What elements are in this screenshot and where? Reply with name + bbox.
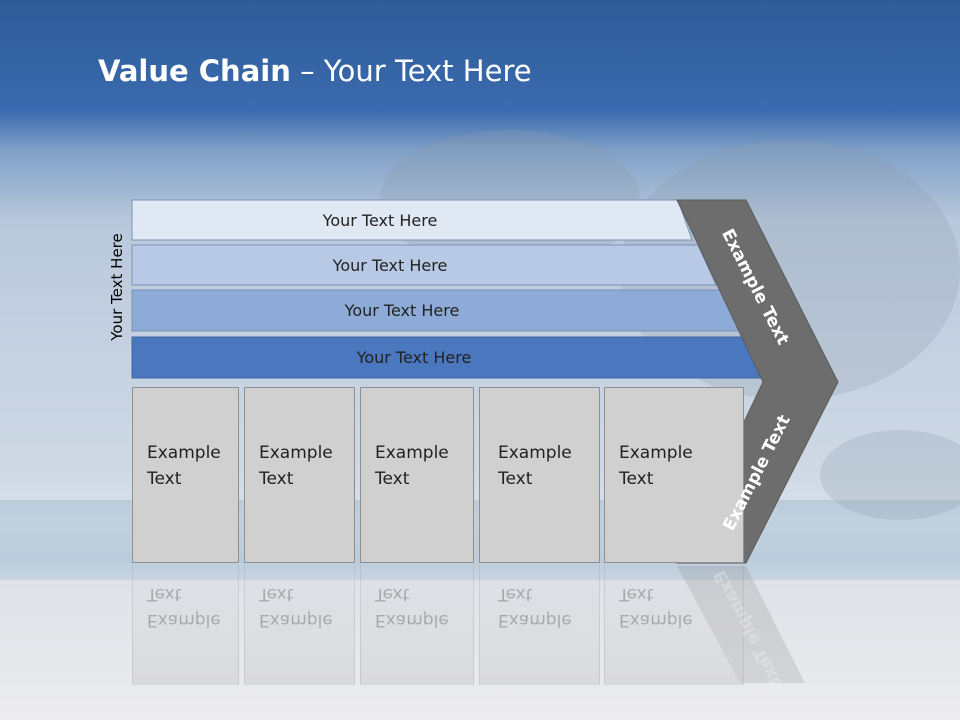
box-5: Example Text: [604, 387, 744, 563]
row-1-label: Your Text Here: [322, 210, 438, 230]
chevron-arrow: [676, 199, 839, 564]
box-2-reflection-line1: Example: [259, 610, 333, 630]
box-2: Example Text: [244, 387, 355, 563]
box-3-line1: Example: [375, 443, 449, 463]
box-3-reflection: Example Text: [360, 565, 474, 685]
row-2-label: Your Text Here: [332, 255, 448, 275]
box-2-reflection: Example Text: [244, 565, 355, 685]
box-2-reflection-line2: Text: [259, 584, 294, 604]
box-5-line2: Text: [619, 469, 654, 489]
slide-title: Value Chain – Your Text Here: [98, 54, 532, 88]
box-3-line2: Text: [375, 469, 410, 489]
box-4-reflection: Example Text: [479, 565, 600, 685]
box-3-reflection-line2: Text: [375, 584, 410, 604]
box-3-reflection-line1: Example: [375, 610, 449, 630]
row-4: Your Text Here: [132, 337, 746, 377]
row-1: Your Text Here: [132, 200, 678, 240]
box-5-reflection-line1: Example: [619, 610, 693, 630]
box-4-line1: Example: [498, 443, 572, 463]
box-1-reflection-line1: Example: [147, 610, 221, 630]
row-shape-2: [131, 244, 717, 286]
box-4-line2: Text: [498, 469, 533, 489]
box-1: Example Text: [132, 387, 239, 563]
title-bold: Value Chain: [98, 54, 291, 88]
box-1-line1: Example: [147, 443, 221, 463]
box-1-reflection-line2: Text: [147, 584, 182, 604]
row-3: Your Text Here: [132, 290, 722, 330]
box-2-line2: Text: [259, 469, 294, 489]
box-4-reflection-line1: Example: [498, 610, 572, 630]
palm-shadow: [820, 430, 960, 520]
box-4-reflection-line2: Text: [498, 584, 533, 604]
row-3-label: Your Text Here: [344, 300, 460, 320]
box-4: Example Text: [479, 387, 600, 563]
row-shape-1: [131, 199, 693, 241]
title-rest: – Your Text Here: [290, 54, 532, 88]
row-4-label: Your Text Here: [356, 347, 472, 367]
row-2: Your Text Here: [132, 245, 698, 285]
box-1-reflection: Example Text: [132, 565, 239, 685]
box-1-line2: Text: [147, 469, 182, 489]
box-2-line1: Example: [259, 443, 333, 463]
box-5-line1: Example: [619, 443, 693, 463]
box-3: Example Text: [360, 387, 474, 563]
